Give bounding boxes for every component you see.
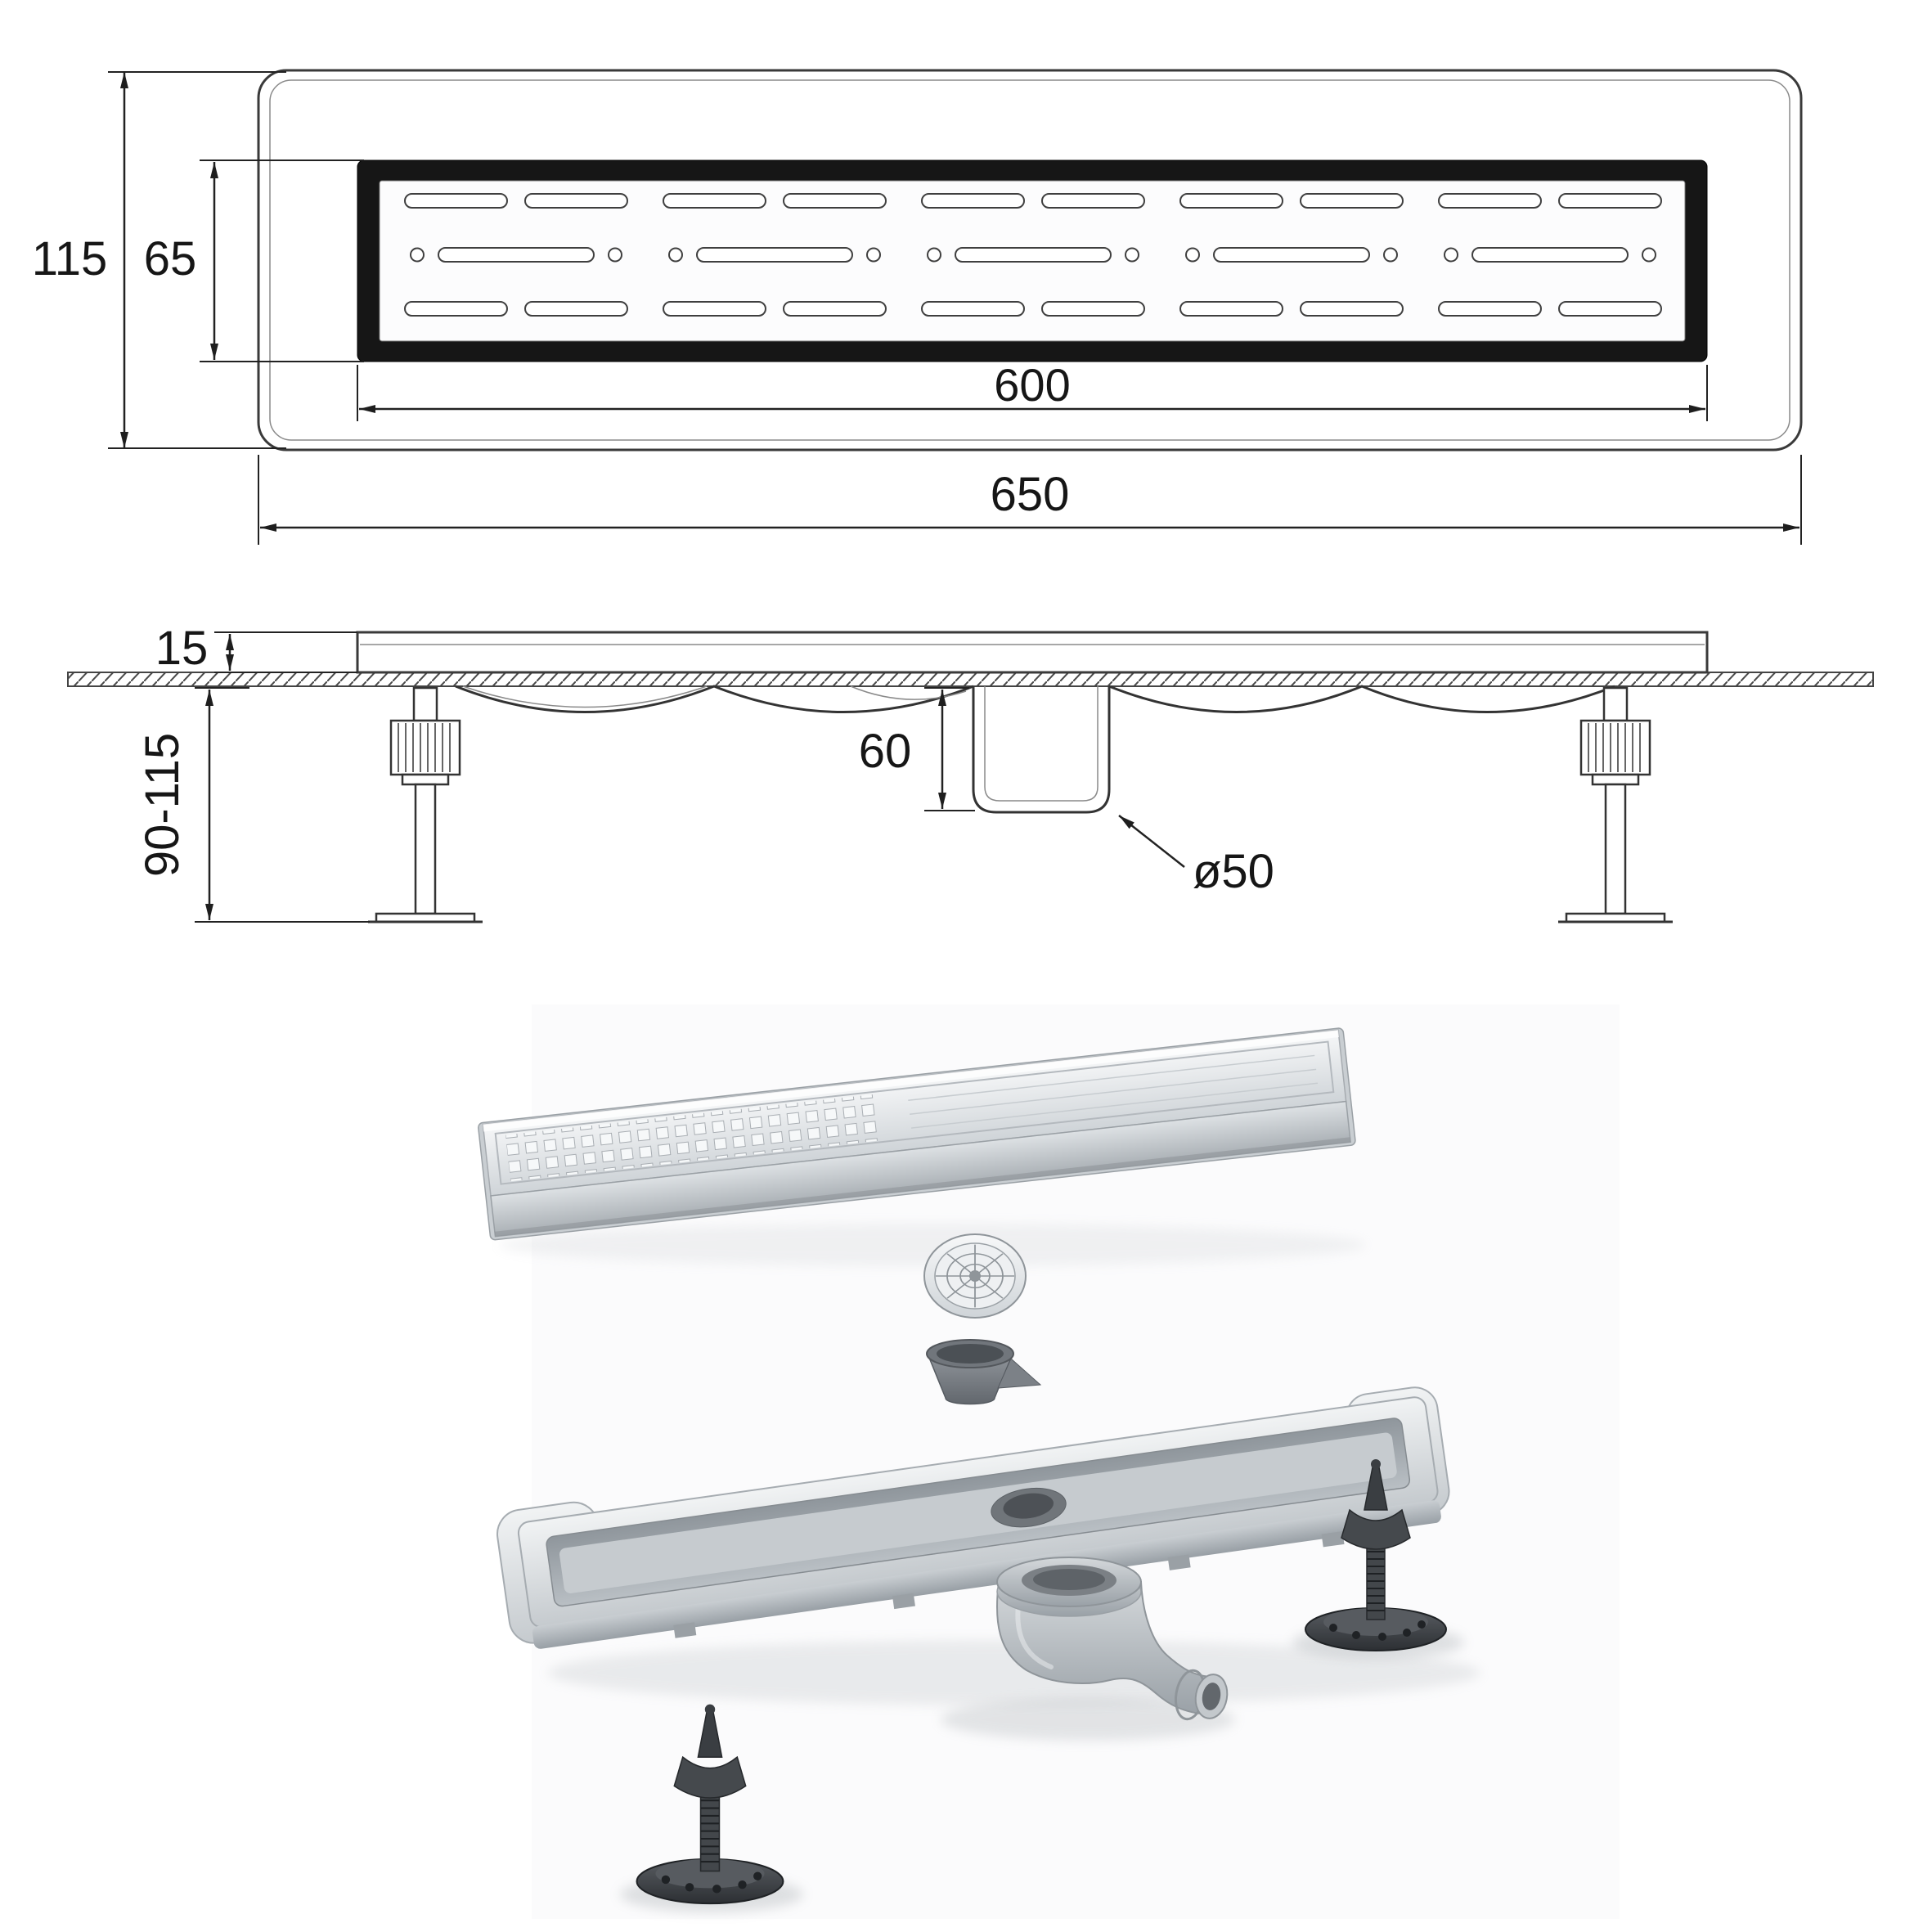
dim-label-60: 60 (859, 725, 912, 778)
dim-label-600: 600 (994, 359, 1070, 411)
dim-grate-length: 600 (357, 359, 1708, 421)
adjustable-leg-right (1557, 686, 1674, 923)
side-view: 15 90-115 60 ø50 (67, 622, 1874, 923)
round-strainer-3d (923, 1233, 1027, 1319)
exploded-view (478, 1004, 1620, 1919)
flange-plate (356, 631, 1709, 674)
grate-perforation (505, 1094, 878, 1182)
outlet-socket (972, 686, 1111, 814)
dim-trap-depth: 60 (859, 687, 975, 811)
floor-hatch-strip (67, 672, 1874, 687)
drain-grate-3d (478, 1027, 1356, 1241)
channel-underside (455, 685, 1615, 814)
adjustable-leg-left (366, 686, 484, 923)
drain-body-inner-line (269, 79, 1790, 441)
dim-adjustable-height: 90-115 (136, 687, 370, 923)
dim-overall-length: 650 (258, 455, 1802, 545)
p-trap-3d (996, 1557, 1229, 1721)
dim-overall-height: 115 (32, 71, 286, 449)
dim-label-650: 650 (991, 468, 1070, 521)
funnel-3d (926, 1339, 1042, 1405)
dim-label-65: 65 (144, 232, 197, 285)
channel-body-3d (496, 1386, 1450, 1649)
top-view: 115 65 600 650 (32, 69, 1803, 545)
dim-label-115: 115 (32, 232, 107, 285)
dim-outlet-diameter: ø50 (1118, 815, 1274, 898)
dim-label-15: 15 (155, 622, 209, 675)
dim-grate-width: 65 (144, 160, 364, 362)
dim-label-90-115: 90-115 (136, 733, 189, 877)
dim-label-o50: ø50 (1193, 845, 1274, 898)
dim-flange-thickness: 15 (155, 622, 357, 675)
